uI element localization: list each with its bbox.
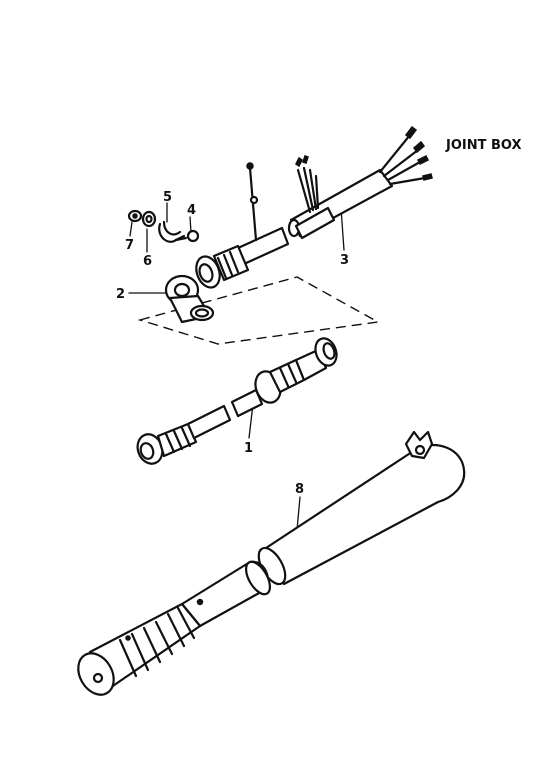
cable-grommet: [195, 244, 250, 289]
leader-lines: [128, 202, 345, 531]
part-number-7: 7: [125, 238, 134, 253]
part-number-8: 8: [295, 482, 304, 497]
part-number-2: 2: [116, 287, 125, 302]
hardware-parts-4-7: [127, 209, 200, 243]
part-number-6: 6: [143, 254, 152, 269]
wiring-harness-part-3: [236, 125, 433, 266]
tiller-handle-part-8: [77, 430, 466, 696]
part-number-1: 1: [244, 441, 253, 456]
part-number-3: 3: [340, 253, 349, 268]
part-number-4: 4: [187, 203, 196, 218]
cable-assembly-part-1: [136, 337, 338, 465]
part-number-5: 5: [163, 190, 172, 205]
joint-box-label: JOINT BOX: [445, 138, 522, 153]
clamp-bracket-part-2: [164, 274, 215, 324]
